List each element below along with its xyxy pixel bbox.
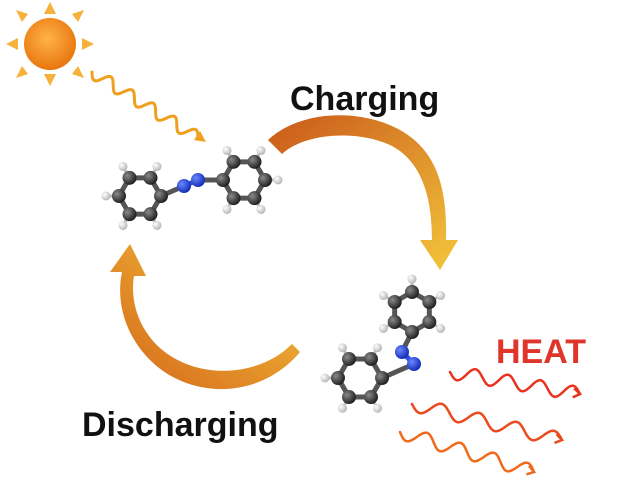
carbon-atom [247, 154, 262, 169]
hydrogen-atom [373, 403, 382, 413]
cis-azobenzene-molecule [320, 274, 446, 413]
hydrogen-atom [273, 175, 283, 185]
carbon-atom [331, 371, 345, 385]
carbon-atom [405, 325, 419, 339]
sun-icon [6, 2, 94, 86]
carbon-atom [247, 191, 262, 206]
trans-azobenzene-molecule [101, 146, 283, 230]
carbon-atom [226, 191, 241, 206]
carbon-atom [364, 351, 378, 366]
carbon-atom [143, 170, 158, 185]
carbon-atom [387, 315, 402, 329]
carbon-atom [122, 207, 137, 222]
heat-wave-arrowhead [554, 433, 565, 445]
light-wave-icon [90, 70, 206, 142]
hydrogen-atom [378, 291, 388, 300]
carbon-atom [154, 189, 168, 203]
heat-wave-icon [398, 367, 583, 476]
hydrogen-atom [256, 204, 266, 214]
hydrogen-atom [338, 343, 347, 353]
carbon-atom [226, 154, 241, 169]
hydrogen-atom [407, 274, 417, 284]
hydrogen-atom [320, 373, 330, 383]
charging-label: Charging [290, 80, 439, 118]
hydrogen-atom [256, 146, 266, 156]
carbon-atom [387, 295, 402, 309]
hydrogen-atom [222, 146, 232, 156]
hydrogen-atom [373, 343, 382, 353]
hydrogen-atom [436, 291, 446, 300]
carbon-atom [342, 351, 356, 366]
heat-wave-line [410, 402, 564, 442]
carbon-atom [364, 390, 378, 405]
charging-arrow [268, 115, 458, 270]
hydrogen-atom [118, 220, 128, 230]
carbon-atom [112, 189, 126, 203]
discharging-label: Discharging [82, 406, 278, 444]
nitrogen-atom [191, 173, 205, 187]
hydrogen-atom [378, 324, 388, 333]
nitrogen-atom [177, 179, 191, 193]
hydrogen-atom [338, 403, 347, 413]
carbon-atom [342, 390, 356, 405]
hydrogen-atom [222, 204, 232, 214]
carbon-atom [122, 170, 137, 185]
carbon-atom [258, 173, 272, 187]
heat-wave-line [448, 367, 582, 399]
discharging-arrow [110, 244, 300, 390]
carbon-atom [143, 207, 158, 222]
carbon-atom [375, 371, 389, 385]
hydrogen-atom [436, 324, 446, 333]
nitrogen-atom [395, 345, 409, 359]
carbon-atom [405, 285, 419, 299]
heat-wave-line [398, 430, 536, 474]
hydrogen-atom [118, 162, 128, 172]
hydrogen-atom [152, 220, 162, 230]
heat-wave-arrowhead [526, 465, 537, 476]
carbon-atom [422, 295, 437, 309]
nitrogen-atom [407, 357, 421, 371]
hydrogen-atom [101, 191, 111, 201]
heat-wave-arrowhead [572, 387, 583, 399]
hydrogen-atom [152, 162, 162, 172]
carbon-atom [216, 173, 230, 187]
heat-label: HEAT [496, 333, 586, 371]
carbon-atom [422, 315, 437, 329]
